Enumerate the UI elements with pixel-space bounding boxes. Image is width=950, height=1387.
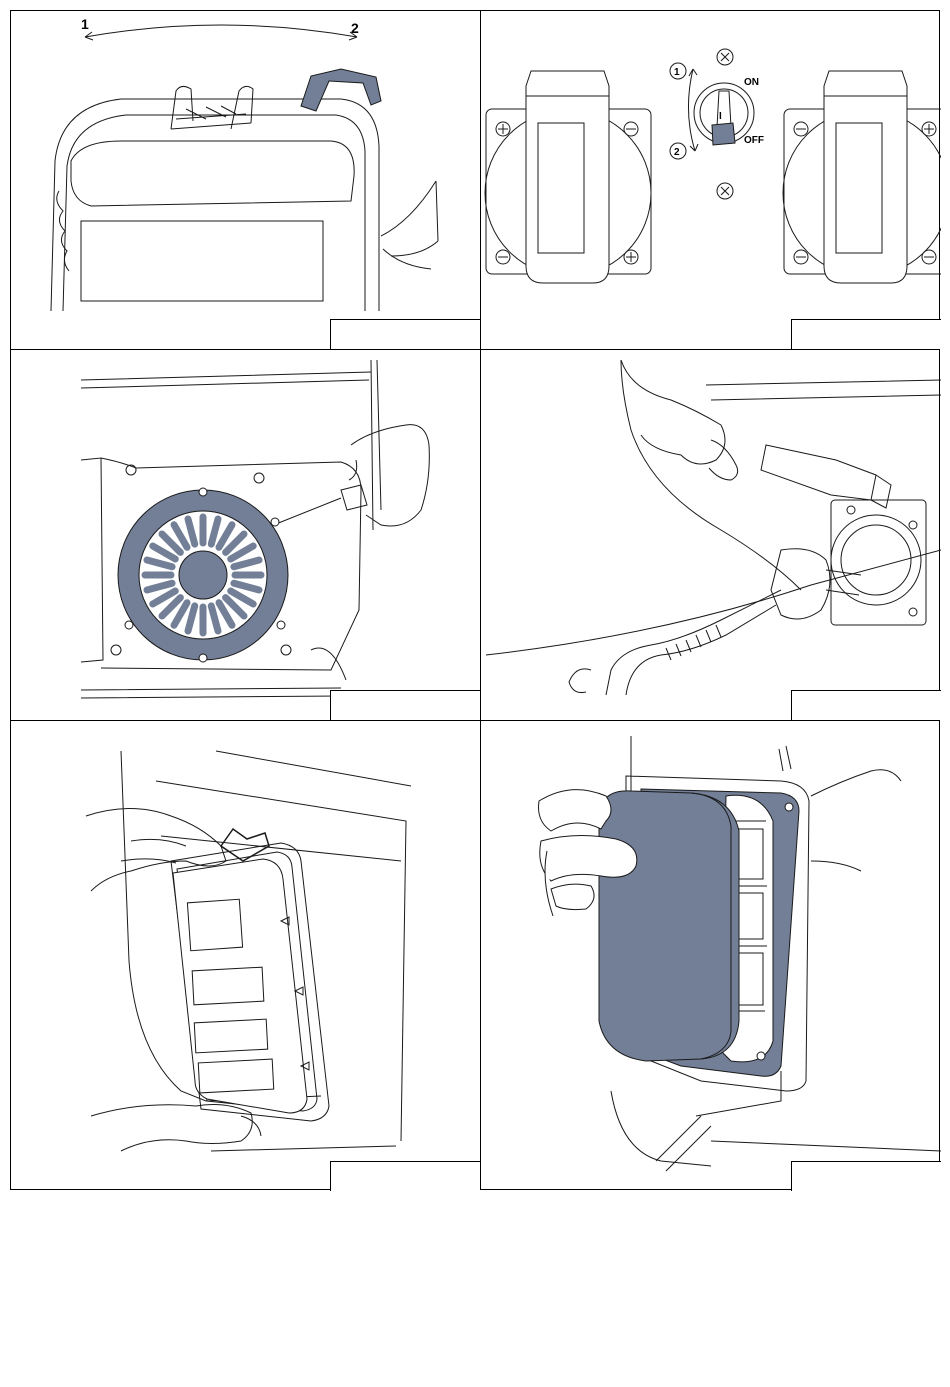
caption-box bbox=[330, 1161, 480, 1191]
lifted-handle-shape bbox=[301, 69, 381, 111]
caption-box bbox=[330, 690, 480, 720]
switch-mark: I bbox=[719, 111, 722, 122]
panel-switch: I 1 2 ON OFF bbox=[481, 11, 941, 349]
figure-grid: 1 2 bbox=[10, 10, 940, 1190]
plug-icon bbox=[771, 549, 830, 619]
plug-illustration bbox=[481, 350, 941, 720]
hand-icon bbox=[709, 440, 738, 480]
panel-handle: 1 2 bbox=[11, 11, 480, 349]
caption-box bbox=[791, 319, 941, 349]
off-label: OFF bbox=[744, 135, 764, 146]
arrow-label-1: 1 bbox=[81, 16, 89, 32]
filter-cover-illustration bbox=[481, 721, 941, 1191]
circle-label-1: 1 bbox=[674, 67, 680, 78]
panel-filter-clip bbox=[11, 721, 480, 1191]
panel-plug bbox=[481, 350, 941, 720]
starter-illustration bbox=[11, 350, 480, 720]
socket-icon bbox=[831, 500, 926, 625]
hand-icon bbox=[539, 790, 612, 831]
handle-illustration: 1 2 bbox=[11, 11, 480, 349]
switch-lever bbox=[712, 123, 735, 145]
caption-box bbox=[791, 690, 941, 720]
panel-starter bbox=[11, 350, 480, 720]
circle-label-2: 2 bbox=[674, 147, 680, 158]
double-arrow-icon bbox=[85, 25, 357, 37]
on-label: ON bbox=[744, 77, 759, 88]
switch-illustration: I 1 2 ON OFF bbox=[481, 11, 941, 349]
filter-cover-shape bbox=[599, 791, 739, 1061]
caption-box bbox=[791, 1161, 941, 1191]
panel-filter-cover bbox=[481, 721, 941, 1191]
hand-icon bbox=[349, 460, 357, 480]
caption-box bbox=[330, 319, 480, 349]
filter-clip-illustration bbox=[11, 721, 480, 1191]
arrow-label-2: 2 bbox=[351, 20, 359, 36]
